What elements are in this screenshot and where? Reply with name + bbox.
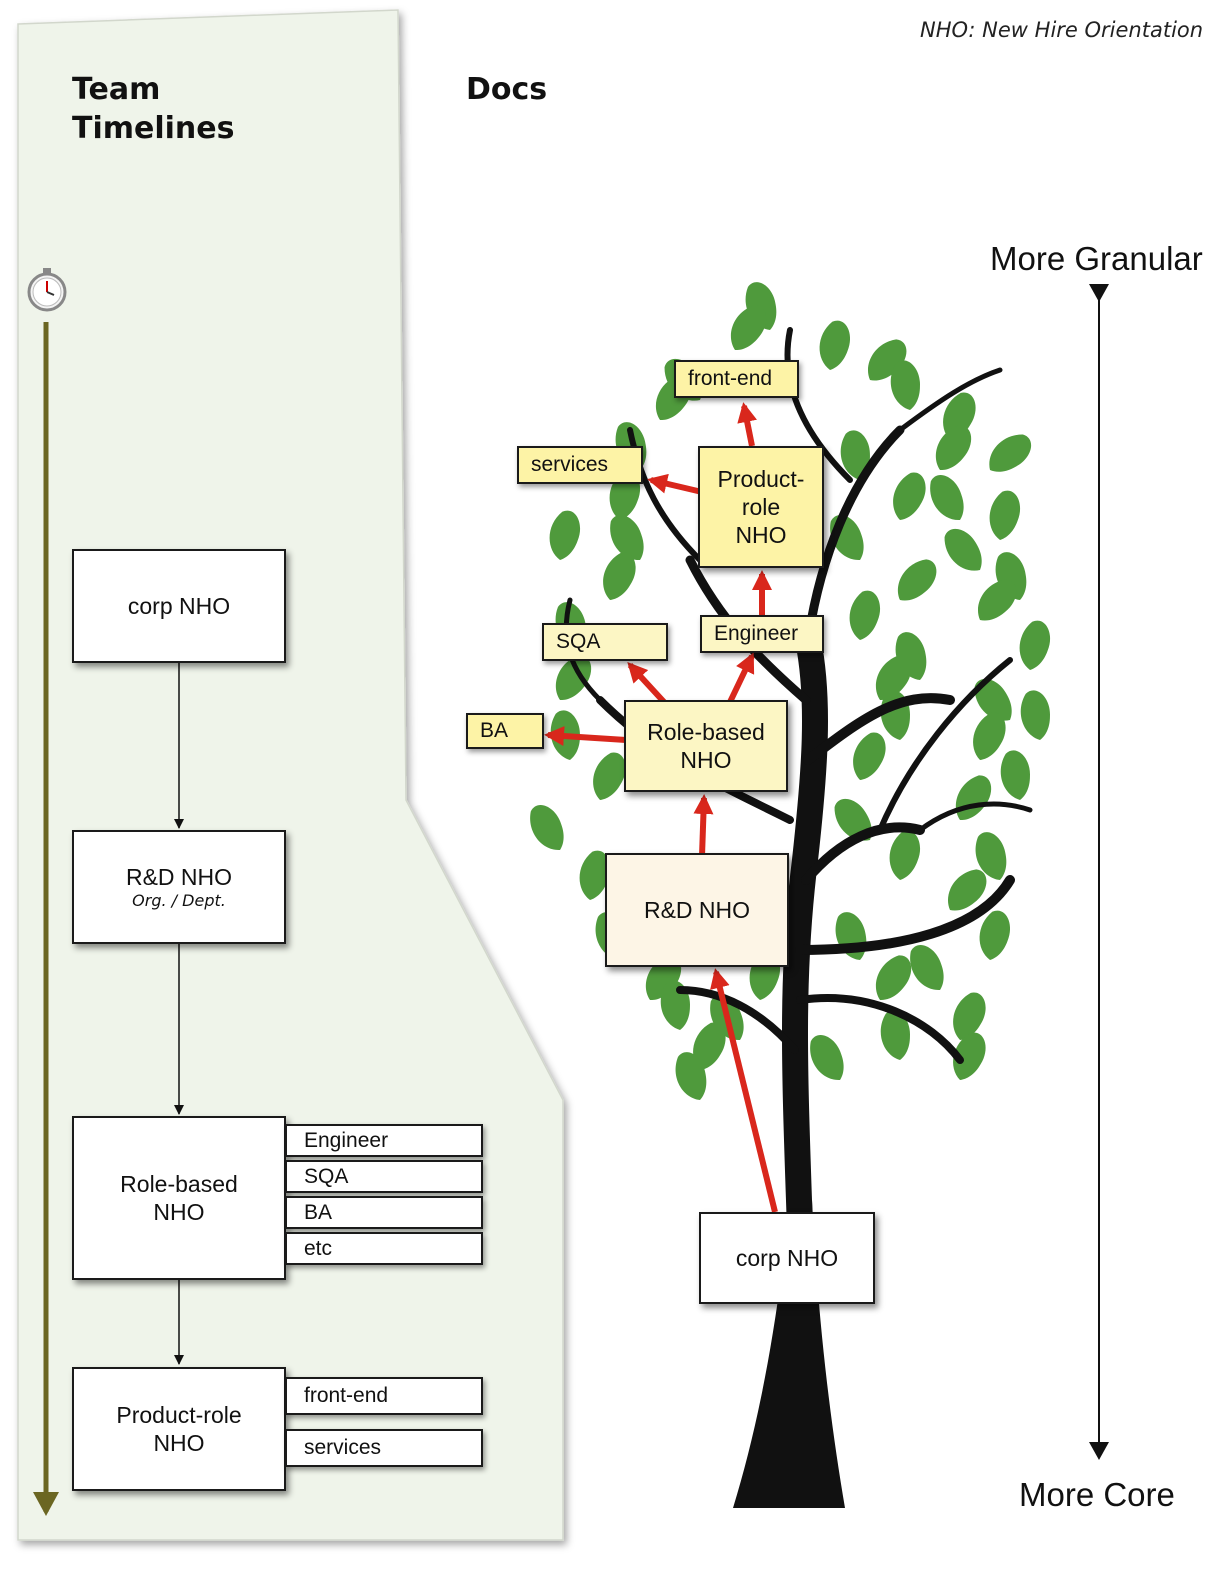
nho-footnote: NHO: New Hire Orientation [920, 18, 1204, 42]
node-label: Product- role NHO [717, 466, 805, 548]
tree-node-corp-nho: corp NHO [699, 1212, 875, 1304]
step-label: Product-role NHO [116, 1402, 242, 1456]
timeline-panel [17, 9, 564, 1541]
product-tag-services: services [285, 1429, 483, 1467]
tree-node-role-based-nho: Role-based NHO [624, 700, 788, 792]
role-tag-sqa: SQA [285, 1160, 483, 1193]
leaf-shape [846, 727, 892, 786]
step-label: Role-based NHO [120, 1171, 238, 1225]
role-tag-engineer: Engineer [285, 1124, 483, 1157]
product-tag-front-end: front-end [285, 1377, 483, 1415]
leaf-shape [947, 769, 998, 828]
timeline-step-role-based-nho: Role-based NHO [72, 1116, 286, 1280]
tree-node-services: services [517, 446, 643, 484]
docs-heading: Docs [466, 72, 548, 107]
stopwatch-icon [27, 268, 67, 312]
leaf-shape [545, 508, 584, 563]
team-timelines-heading: Team Timelines [72, 72, 235, 146]
leaf-shape [1015, 618, 1054, 673]
leaf-shape [815, 318, 854, 373]
role-tag-ba: BA [285, 1196, 483, 1229]
timeline-step-product-role-nho: Product-role NHO [72, 1367, 286, 1491]
leaf-shape [936, 522, 992, 580]
step-label: corp NHO [127, 593, 231, 619]
timeline-step-rnd-nho: R&D NHO Org. / Dept. [72, 830, 286, 944]
tree-node-rnd-nho: R&D NHO [605, 853, 789, 967]
leaf-shape [1016, 688, 1055, 743]
leaf-shape [886, 467, 932, 526]
more-granular-label: More Granular [990, 240, 1203, 277]
leaf-shape [802, 1029, 853, 1088]
leaf-shape [522, 799, 573, 858]
role-tag-etc: etc [285, 1232, 483, 1265]
leaf-shape [996, 748, 1035, 803]
leaf-shape [845, 588, 884, 643]
leaf-shape [885, 828, 924, 883]
leaf-shape [975, 908, 1014, 963]
step-sublabel: Org. / Dept. [132, 891, 226, 910]
node-label: R&D NHO [643, 897, 751, 923]
tree-node-ba: BA [466, 713, 544, 749]
tree-node-front-end: front-end [674, 360, 799, 398]
node-label: corp NHO [735, 1245, 839, 1271]
leaf-shape [980, 426, 1038, 482]
tree-node-engineer: Engineer [700, 615, 824, 653]
leaf-shape [922, 469, 973, 528]
leaf-shape [985, 488, 1024, 543]
tree-node-sqa: SQA [542, 623, 668, 661]
tree-node-product-role-nho: Product- role NHO [698, 446, 824, 568]
timeline-step-corp-nho: corp NHO [72, 549, 286, 663]
leaf-shape [888, 552, 944, 610]
more-core-label: More Core [1019, 1476, 1175, 1513]
node-label: Role-based NHO [647, 719, 765, 773]
step-label: R&D NHO [125, 864, 233, 890]
tree-red-arrows [544, 402, 778, 1213]
leaf-shape [829, 907, 874, 965]
